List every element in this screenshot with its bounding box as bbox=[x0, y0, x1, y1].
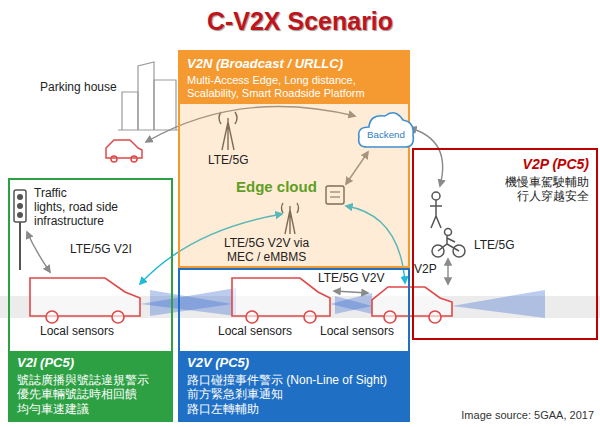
sensor-cones bbox=[140, 288, 545, 318]
cloud-outline bbox=[357, 106, 415, 150]
region-body: 號誌廣播與號誌違規警示 優先車輛號誌時相回饋 均勻車速建議 bbox=[17, 373, 164, 416]
text-line: 路口碰撞事件警示 (Non-Line of Sight) bbox=[187, 373, 401, 387]
sensor-cone bbox=[150, 290, 232, 316]
body bbox=[430, 200, 442, 228]
text-line: LTE/5G V2V via bbox=[224, 236, 309, 250]
light-housing bbox=[14, 190, 26, 222]
region-heading: V2V (PC5) bbox=[187, 355, 401, 371]
cyclist bbox=[432, 229, 465, 258]
lamp bbox=[17, 194, 23, 200]
text-line: Multi-Access Edge, Long distance, bbox=[187, 74, 401, 87]
header-band: V2N (Broadcast / URLLC) Multi-Access Edge… bbox=[180, 52, 408, 104]
car-body bbox=[106, 140, 142, 158]
wheel bbox=[246, 311, 258, 323]
sensor-cone bbox=[452, 290, 545, 318]
wheel bbox=[429, 311, 441, 323]
annotation-label: LTE/5G bbox=[208, 153, 248, 167]
pole bbox=[19, 222, 21, 270]
image-source-caption: Image source: 5GAA, 2017 bbox=[461, 408, 594, 422]
lamp bbox=[17, 212, 23, 218]
backend-cloud: Backend bbox=[357, 106, 415, 150]
node-label: Backend bbox=[357, 129, 415, 141]
region-heading: V2I (PC5) bbox=[17, 355, 164, 371]
link-arrow bbox=[410, 128, 443, 186]
lamp bbox=[17, 203, 23, 209]
wheel bbox=[46, 311, 58, 323]
text-line: 號誌廣播與號誌違規警示 bbox=[17, 373, 164, 387]
link-arrow bbox=[334, 291, 368, 293]
annotation-label: Traffic lights, road side infrastructure bbox=[34, 186, 118, 228]
annotation-label: V2P bbox=[414, 262, 437, 276]
text-line: infrastructure bbox=[34, 214, 118, 228]
truck bbox=[30, 278, 140, 316]
region-heading: V2N (Broadcast / URLLC) bbox=[187, 56, 401, 72]
link-arrow bbox=[447, 259, 448, 284]
annotation-label: LTE/5G V2V via MEC / eMBMS bbox=[224, 236, 309, 264]
wheel bbox=[131, 156, 137, 162]
region-heading: V2P (PC5) bbox=[421, 156, 589, 173]
annotation-label: LTE/5G V2V bbox=[318, 271, 384, 285]
text-line: Traffic bbox=[34, 186, 118, 200]
annotation-label: LTE/5G bbox=[474, 238, 514, 252]
head bbox=[445, 229, 452, 236]
annotation-label: Local sensors bbox=[218, 324, 292, 338]
header-block: V2P (PC5) 機慢車駕駛輔助 行人穿越安全 bbox=[414, 152, 596, 208]
region-body: 機慢車駕駛輔助 行人穿越安全 bbox=[421, 175, 589, 204]
sensor-cone bbox=[330, 293, 372, 314]
wheel bbox=[304, 311, 316, 323]
text-line: 優先車輛號誌時相回饋 bbox=[17, 387, 164, 401]
wheel bbox=[111, 156, 117, 162]
text-line: 均勻車速建議 bbox=[17, 402, 164, 416]
head bbox=[432, 192, 440, 200]
vehicles bbox=[30, 278, 452, 323]
text-line: 行人穿越安全 bbox=[421, 189, 589, 203]
text-line: MEC / eMBMS bbox=[224, 250, 309, 264]
building bbox=[138, 62, 154, 130]
region-body: 路口碰撞事件警示 (Non-Line of Sight) 前方緊急剎車通知 路口… bbox=[187, 373, 401, 416]
diagram-title: C-V2X Scenario bbox=[0, 6, 600, 36]
annotation-label: LTE/5G V2I bbox=[70, 242, 132, 256]
pedestrian bbox=[430, 192, 442, 228]
v2v-region: V2V (PC5) 路口碰撞事件警示 (Non-Line of Sight) 前方… bbox=[178, 268, 410, 422]
text-line: 前方緊急剎車通知 bbox=[187, 387, 401, 401]
label-band: V2V (PC5) 路口碰撞事件警示 (Non-Line of Sight) 前方… bbox=[180, 351, 408, 420]
text-line: 路口左轉輔助 bbox=[187, 402, 401, 416]
text-line: 機慢車駕駛輔助 bbox=[421, 175, 589, 189]
region-body: Multi-Access Edge, Long distance, Scalab… bbox=[187, 74, 401, 100]
building bbox=[122, 92, 138, 130]
text-line: lights, road side bbox=[34, 200, 118, 214]
truck bbox=[232, 278, 330, 316]
annotation-label: Local sensors bbox=[320, 324, 394, 338]
link-arrow bbox=[27, 232, 50, 272]
label-band: V2I (PC5) 號誌廣播與號誌違規警示 優先車輛號誌時相回饋 均勻車速建議 bbox=[10, 351, 171, 420]
bike-frame bbox=[438, 236, 459, 251]
annotation-label: Edge cloud bbox=[236, 178, 317, 196]
sensor-cone bbox=[140, 288, 236, 316]
text-line: Scalability, Smart Roadside Platform bbox=[187, 87, 401, 100]
building bbox=[154, 80, 176, 130]
traffic-light bbox=[14, 190, 26, 270]
wheel bbox=[384, 311, 396, 323]
annotation-label: Local sensors bbox=[40, 324, 114, 338]
annotation-label: Parking house bbox=[40, 80, 117, 94]
sensor-cone bbox=[335, 296, 372, 314]
buildings bbox=[118, 62, 178, 130]
parking-car bbox=[106, 140, 142, 162]
wheel bbox=[112, 311, 124, 323]
